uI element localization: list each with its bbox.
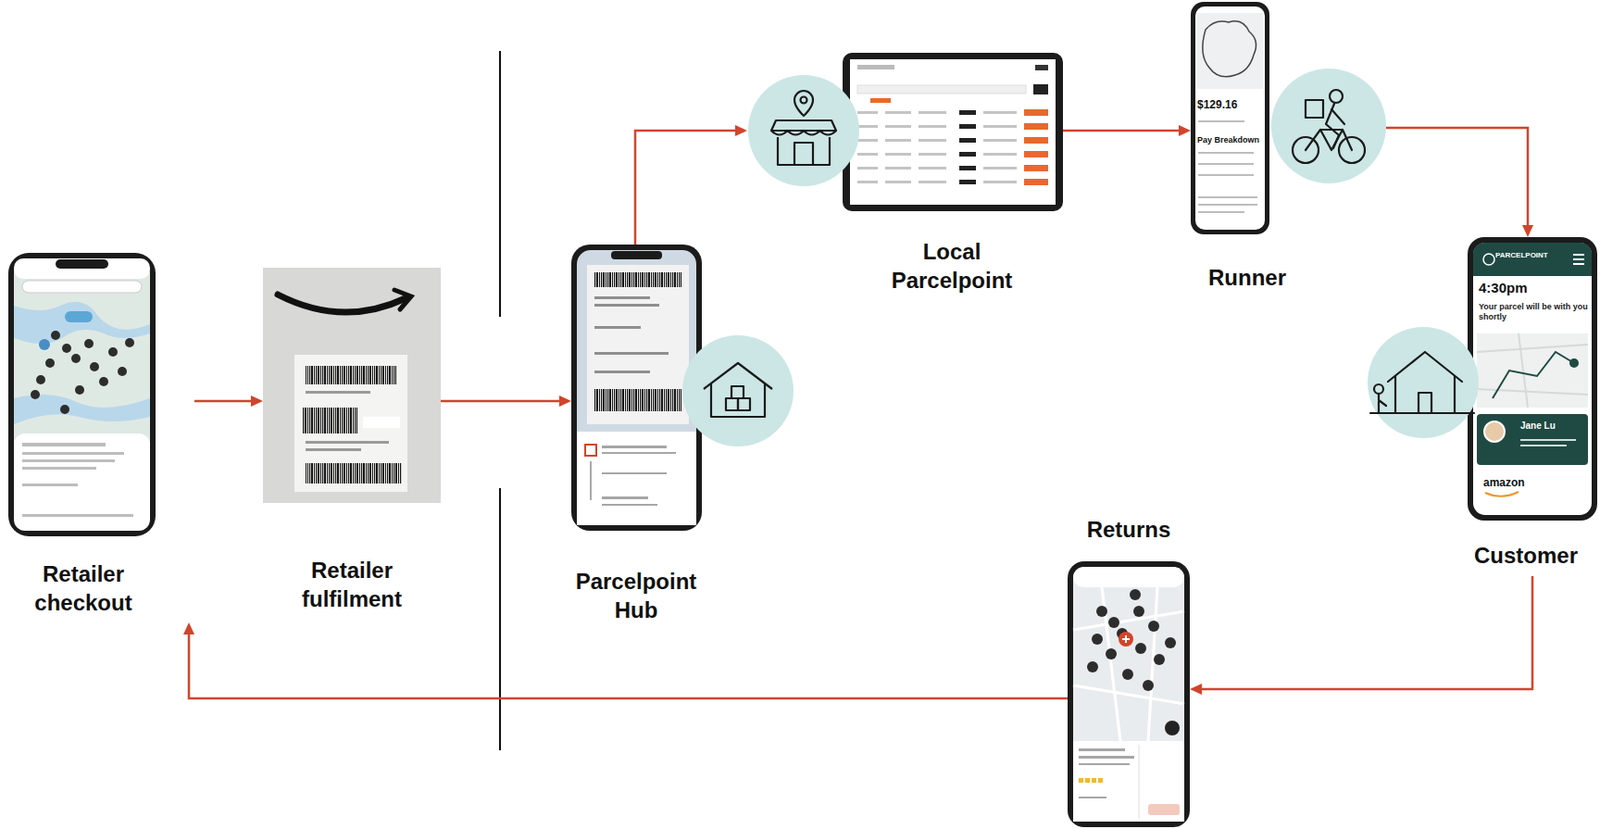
arrow-line — [194, 400, 254, 403]
retailer-logo: amazon — [1483, 475, 1567, 489]
flow-arrow — [183, 622, 1068, 699]
runner-phone: Runner $129.16Pay Breakdown — [1190, 1, 1387, 295]
arrow-line — [635, 130, 738, 245]
step-label: Returns — [1067, 514, 1190, 544]
returns-phone: Returns — [1067, 514, 1190, 827]
step-label: Local Parcelpoint — [873, 237, 1031, 295]
arrow-head — [183, 622, 195, 635]
arrow-head — [1189, 683, 1202, 695]
flow-arrow — [635, 125, 748, 245]
flow-arrow — [1062, 125, 1191, 137]
flow-arrow — [1386, 127, 1534, 238]
customer-phone: Customer PARCELPOINT 4:30pmYour parcel wil… — [1367, 237, 1598, 576]
pay-amount: $129.16 — [1197, 98, 1264, 112]
fulfilment-parcel: Retailer fulfilment — [262, 267, 441, 619]
flow-arrow — [440, 395, 572, 407]
step-label: Retailer checkout — [4, 559, 163, 617]
arrow-head — [1178, 125, 1191, 137]
screen-heading: Pay Breakdown — [1197, 135, 1264, 146]
arrow-line — [1199, 575, 1533, 689]
delivery-time: 4:30pm — [1478, 279, 1563, 297]
arrow-head — [1522, 225, 1534, 238]
arrow-line — [440, 400, 563, 403]
arrow-head — [735, 125, 748, 137]
arrow-head — [559, 395, 572, 407]
hub-phone: Parcelpoint Hub — [571, 244, 794, 619]
arrow-line — [1386, 127, 1528, 228]
arrow-head — [250, 395, 263, 407]
runner-name: Jane Lu — [1520, 420, 1586, 432]
brand-logo: PARCELPOINT — [1495, 250, 1551, 261]
arrow-line — [188, 631, 1068, 699]
step-label: Runner — [1191, 262, 1303, 292]
arrow-line — [1062, 129, 1182, 133]
step-label: Parcelpoint Hub — [566, 566, 706, 625]
checkout-phone: Retailer checkout — [4, 252, 195, 623]
step-label: Retailer fulfilment — [262, 555, 441, 613]
flow-arrow — [194, 395, 263, 407]
status-message: Your parcel will be with you shortly — [1478, 301, 1588, 324]
parcelpoint-tablet: Local Parcelpoint — [747, 52, 1063, 299]
step-label: Customer — [1465, 540, 1587, 570]
flow-arrow — [1189, 575, 1533, 695]
